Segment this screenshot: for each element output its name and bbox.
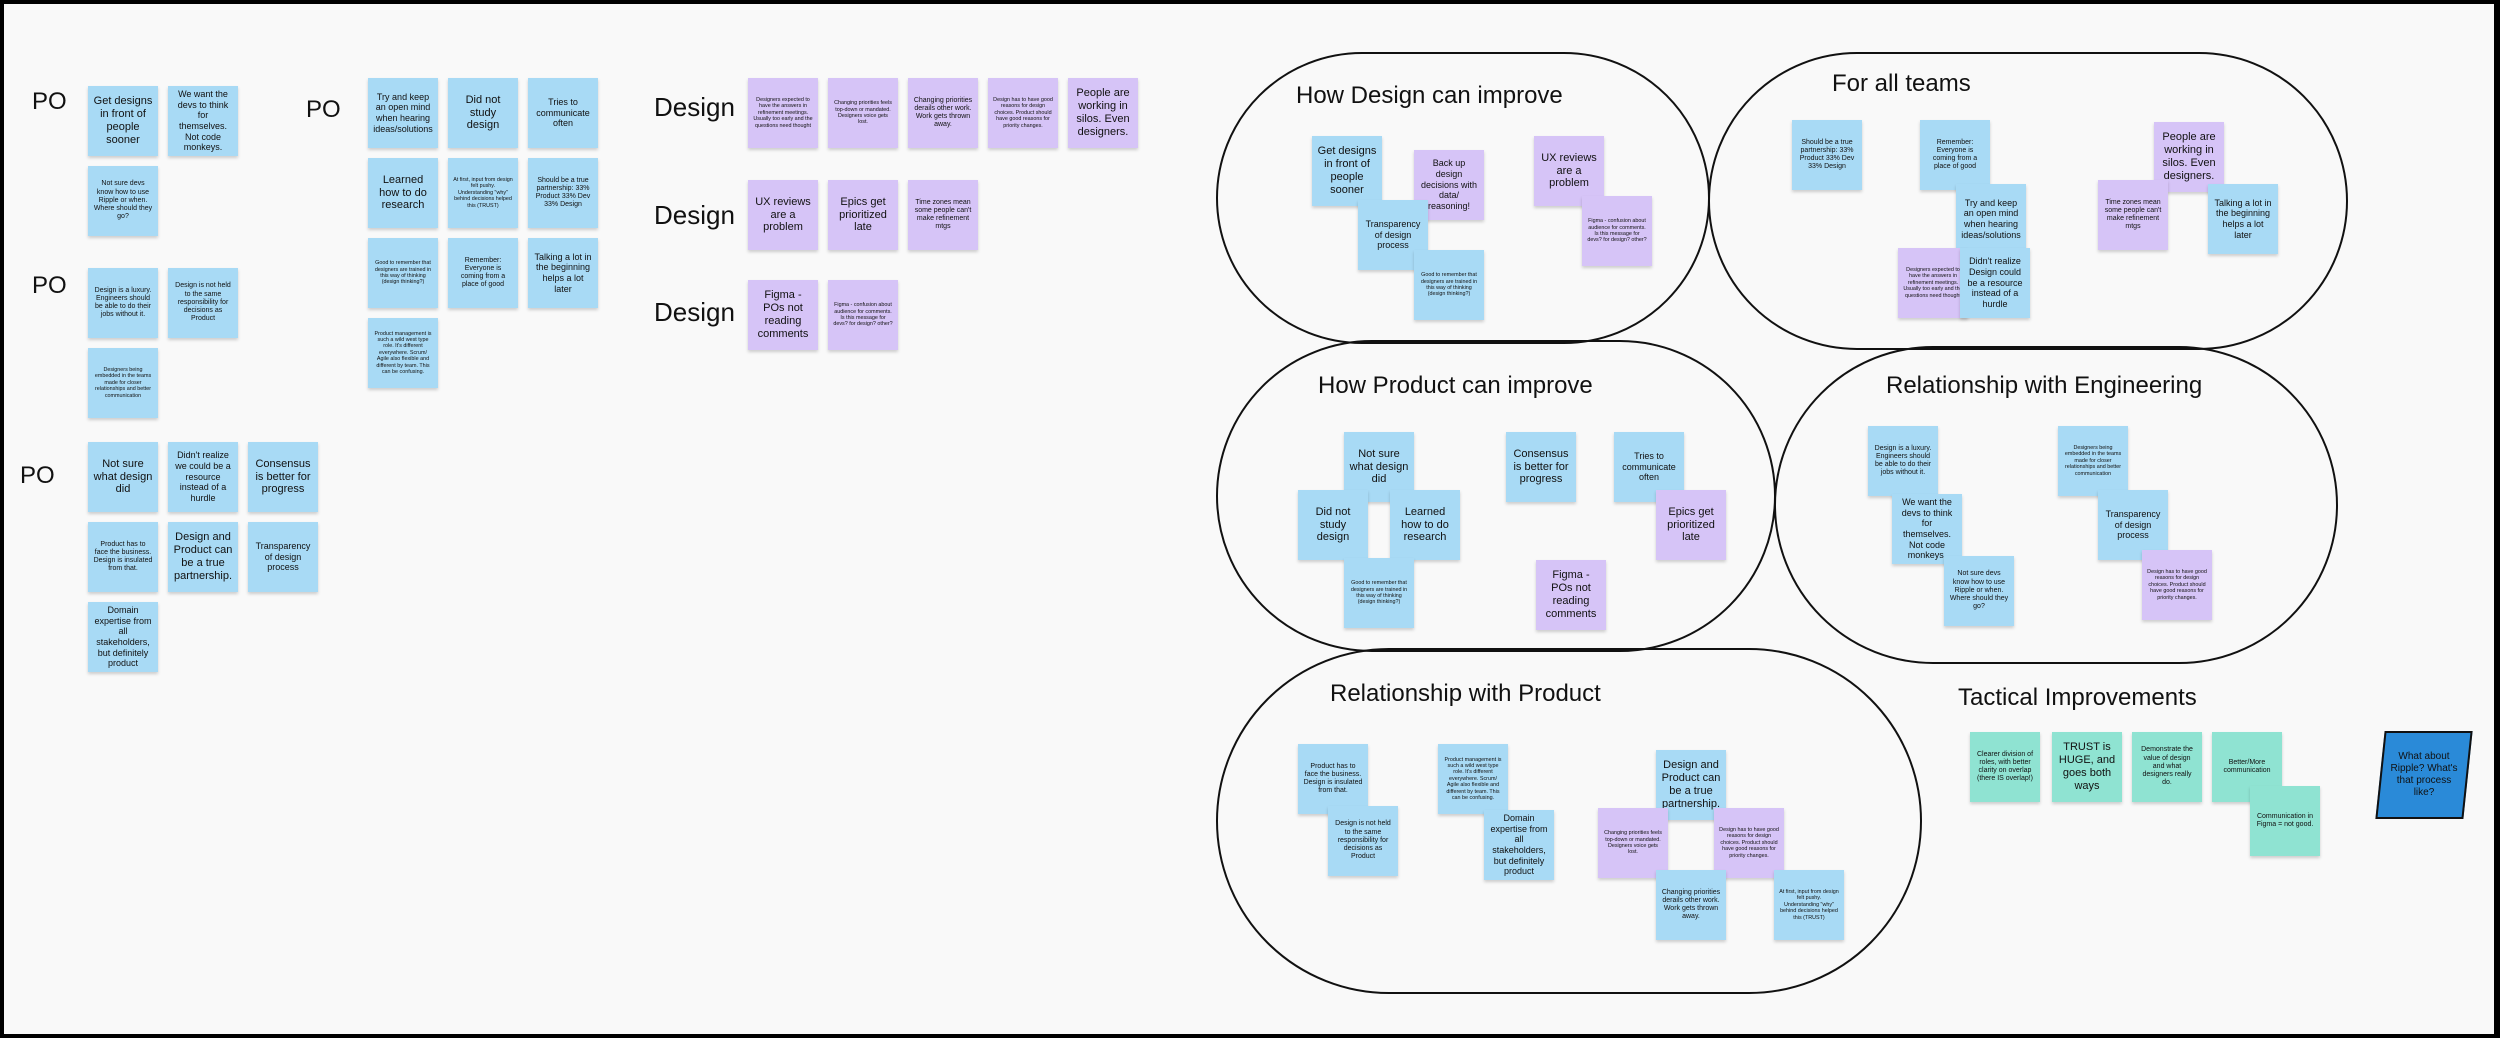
group-title-all-teams: For all teams	[1832, 70, 1971, 97]
sticky-note-s60[interactable]: Transparency of design process	[2098, 490, 2168, 560]
sticky-note-s01[interactable]: Get designs in front of people sooner	[88, 86, 158, 156]
sticky-note-s44[interactable]: Didn't realize Design could be a resourc…	[1960, 248, 2030, 318]
sticky-note-s13[interactable]: Domain expertise from all stakeholders, …	[88, 602, 158, 672]
sticky-note-s68[interactable]: Design has to have good reasons for desi…	[1714, 808, 1784, 878]
sticky-note-s73[interactable]: Demonstrate the value of design and what…	[2132, 732, 2202, 802]
sticky-note-s42[interactable]: Try and keep an open mind when hearing i…	[1956, 184, 2026, 254]
sticky-note-s23[interactable]: Product management is such a wild west t…	[368, 318, 438, 388]
group-title-product-improve: How Product can improve	[1318, 372, 1593, 399]
sticky-note-s25[interactable]: Changing priorities feels top-down or ma…	[828, 78, 898, 148]
sticky-note-s07[interactable]: Not sure what design did	[88, 442, 158, 512]
group-title-rel-engineering: Relationship with Engineering	[1886, 372, 2203, 399]
group-rel-product[interactable]	[1216, 648, 1922, 994]
group-rel-engineering[interactable]	[1774, 346, 2338, 664]
sticky-note-s70[interactable]: At first, input from design felt pushy. …	[1774, 870, 1844, 940]
sticky-note-s06[interactable]: Designers being embedded in the teams ma…	[88, 348, 158, 418]
group-title-tactical: Tactical Improvements	[1958, 684, 2197, 711]
sticky-note-s47[interactable]: Talking a lot in the beginning helps a l…	[2208, 184, 2278, 254]
sticky-note-s33[interactable]: Figma - confusion about audience for com…	[828, 280, 898, 350]
sticky-note-s30[interactable]: Epics get prioritized late	[828, 180, 898, 250]
sticky-note-s38[interactable]: UX reviews are a problem	[1534, 136, 1604, 206]
sticky-note-s15[interactable]: Did not study design	[448, 78, 518, 148]
sticky-note-s02[interactable]: We want the devs to think for themselves…	[168, 86, 238, 156]
sticky-note-s22[interactable]: Talking a lot in the beginning helps a l…	[528, 238, 598, 308]
sticky-note-s50[interactable]: Learned how to do research	[1390, 490, 1460, 560]
sticky-note-s51[interactable]: Good to remember that designers are trai…	[1344, 558, 1414, 628]
group-all-teams[interactable]	[1708, 52, 2348, 350]
sticky-note-s37[interactable]: Good to remember that designers are trai…	[1414, 250, 1484, 320]
row-label-po2: PO	[306, 96, 341, 123]
sticky-note-s14[interactable]: Try and keep an open mind when hearing i…	[368, 78, 438, 148]
sticky-note-s26[interactable]: Changing priorities derails other work. …	[908, 78, 978, 148]
sticky-note-s39[interactable]: Figma - confusion about audience for com…	[1582, 196, 1652, 266]
row-label-po1: PO	[32, 88, 67, 115]
sticky-note-s69[interactable]: Changing priorities derails other work. …	[1656, 870, 1726, 940]
sticky-note-s21[interactable]: Remember: Everyone is coming from a plac…	[448, 238, 518, 308]
sticky-note-s54[interactable]: Epics get prioritized late	[1656, 490, 1726, 560]
sticky-note-s05[interactable]: Design is not held to the same responsib…	[168, 268, 238, 338]
sticky-note-s03[interactable]: Not sure devs know how to use Ripple or …	[88, 166, 158, 236]
sticky-note-s75[interactable]: Communication in Figma = not good.	[2250, 786, 2320, 856]
sticky-note-s55[interactable]: Figma - POs not reading comments	[1536, 560, 1606, 630]
sticky-note-s67[interactable]: Changing priorities feels top-down or ma…	[1598, 808, 1668, 878]
row-label-po3: PO	[32, 272, 67, 299]
sticky-note-s71[interactable]: Clearer division of roles, with better c…	[1970, 732, 2040, 802]
sticky-note-s32[interactable]: Figma - POs not reading comments	[748, 280, 818, 350]
sticky-note-s64[interactable]: Product management is such a wild west t…	[1438, 744, 1508, 814]
row-label-po4: PO	[20, 462, 55, 489]
row-label-design2: Design	[654, 200, 735, 230]
sticky-note-s24[interactable]: Designers expected to have the answers i…	[748, 78, 818, 148]
sticky-note-s18[interactable]: At first, input from design felt pushy. …	[448, 158, 518, 228]
sticky-note-s61[interactable]: Design has to have good reasons for desi…	[2142, 550, 2212, 620]
sticky-note-s34[interactable]: Get designs in front of people sooner	[1312, 136, 1382, 206]
sticky-note-s08[interactable]: Didn't realize we could be a resource in…	[168, 442, 238, 512]
sticky-note-s49[interactable]: Did not study design	[1298, 490, 1368, 560]
sticky-note-s43[interactable]: Designers expected to have the answers i…	[1898, 248, 1968, 318]
sticky-note-s10[interactable]: Product has to face the business. Design…	[88, 522, 158, 592]
sticky-note-s11[interactable]: Design and Product can be a true partner…	[168, 522, 238, 592]
sticky-note-s17[interactable]: Learned how to do research	[368, 158, 438, 228]
row-label-design1: Design	[654, 92, 735, 122]
group-title-design-improve: How Design can improve	[1296, 82, 1563, 109]
sticky-note-s65[interactable]: Domain expertise from all stakeholders, …	[1484, 810, 1554, 880]
sticky-note-s58[interactable]: Not sure devs know how to use Ripple or …	[1944, 556, 2014, 626]
sticky-note-s31[interactable]: Time zones mean some people can't make r…	[908, 180, 978, 250]
sticky-note-s56[interactable]: Design is a luxury. Engineers should be …	[1868, 426, 1938, 496]
sticky-note-s53[interactable]: Tries to communicate often	[1614, 432, 1684, 502]
sticky-note-s46[interactable]: Time zones mean some people can't make r…	[2098, 180, 2168, 250]
ripple-question-text: What about Ripple? What's that process l…	[2390, 751, 2458, 798]
ripple-question-card[interactable]: What about Ripple? What's that process l…	[2375, 731, 2473, 819]
sticky-note-s59[interactable]: Designers being embedded in the teams ma…	[2058, 426, 2128, 496]
sticky-note-s09[interactable]: Consensus is better for progress	[248, 442, 318, 512]
sticky-note-s41[interactable]: Remember: Everyone is coming from a plac…	[1920, 120, 1990, 190]
sticky-note-s62[interactable]: Product has to face the business. Design…	[1298, 744, 1368, 814]
sticky-note-s20[interactable]: Good to remember that designers are trai…	[368, 238, 438, 308]
sticky-note-s28[interactable]: People are working in silos. Even design…	[1068, 78, 1138, 148]
sticky-note-s52[interactable]: Consensus is better for progress	[1506, 432, 1576, 502]
sticky-note-s72[interactable]: TRUST is HUGE, and goes both ways	[2052, 732, 2122, 802]
sticky-note-s16[interactable]: Tries to communicate often	[528, 78, 598, 148]
sticky-note-s27[interactable]: Design has to have good reasons for desi…	[988, 78, 1058, 148]
sticky-note-s74[interactable]: Better/More communication	[2212, 732, 2282, 802]
sticky-note-s57[interactable]: We want the devs to think for themselves…	[1892, 494, 1962, 564]
sticky-note-s04[interactable]: Design is a luxury. Engineers should be …	[88, 268, 158, 338]
sticky-note-s40[interactable]: Should be a true partnership: 33% Produc…	[1792, 120, 1862, 190]
sticky-note-s12[interactable]: Transparency of design process	[248, 522, 318, 592]
sticky-note-s19[interactable]: Should be a true partnership: 33% Produc…	[528, 158, 598, 228]
group-title-rel-product: Relationship with Product	[1330, 680, 1601, 707]
sticky-note-s29[interactable]: UX reviews are a problem	[748, 180, 818, 250]
row-label-design3: Design	[654, 297, 735, 327]
sticky-note-s63[interactable]: Design is not held to the same responsib…	[1328, 806, 1398, 876]
